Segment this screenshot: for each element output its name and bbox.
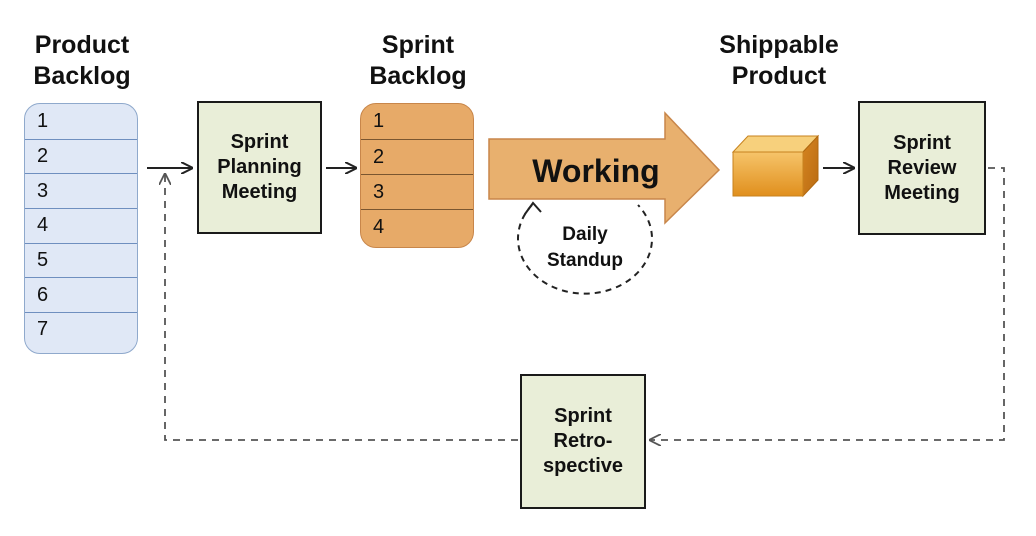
sprint-retrospective-line2: Retro- (553, 430, 613, 452)
sprint-review-meeting-box: Sprint Review Meeting (858, 101, 986, 235)
working-arrow (488, 111, 721, 225)
daily-standup-line2: Standup (547, 250, 623, 271)
sprint-planning-line2: Planning (217, 156, 302, 178)
shippable-product-heading-line1: Shippable (719, 31, 839, 59)
daily-standup-line1: Daily (562, 224, 608, 245)
sprint-planning-meeting-box: Sprint Planning Meeting (197, 101, 322, 234)
sprint-review-line2: Review (887, 156, 957, 179)
sprint-backlog-heading-line1: Sprint (381, 31, 455, 59)
sprint-backlog-heading-line2: Backlog (369, 62, 467, 90)
product-backlog-heading-line1: Product (34, 31, 130, 59)
sprint-backlog-list: 1 2 3 4 (360, 103, 474, 248)
product-backlog-item: 7 (25, 312, 137, 347)
sprint-retrospective-box: Sprint Retro- spective (520, 374, 646, 509)
shippable-product-heading: Shippable Product (694, 30, 864, 92)
sprint-planning-line1: Sprint (230, 131, 289, 153)
review-to-retrospective-feedback (650, 167, 1005, 440)
sprint-retrospective-line3: spective (542, 455, 624, 477)
sprint-backlog-heading: Sprint Backlog (358, 30, 478, 92)
working-label: Working (532, 153, 659, 189)
product-backlog-item: 6 (25, 277, 137, 312)
sprint-backlog-item: 4 (361, 209, 473, 244)
product-backlog-list: 1 2 3 4 5 6 7 (24, 103, 138, 354)
sprint-backlog-item: 1 (373, 110, 385, 132)
daily-standup-loop-arrowhead (524, 201, 542, 215)
shippable-product-heading-line2: Product (731, 62, 827, 90)
sprint-retrospective-line1: Sprint (554, 405, 612, 427)
daily-standup-loop (517, 204, 653, 295)
sprint-review-line3: Meeting (884, 181, 960, 204)
sprint-backlog-item: 3 (361, 174, 473, 209)
product-backlog-item: 2 (25, 138, 137, 174)
sprint-backlog-item: 2 (361, 139, 473, 174)
sprint-planning-line3: Meeting (221, 181, 298, 203)
product-backlog-heading-line2: Backlog (33, 62, 131, 90)
product-backlog-item: 5 (25, 242, 137, 278)
product-backlog-heading: Product Backlog (22, 30, 142, 92)
retrospective-to-backlog-feedback (165, 174, 518, 441)
sprint-review-line1: Sprint (893, 131, 951, 154)
product-backlog-item: 4 (25, 208, 137, 243)
product-backlog-item: 1 (37, 109, 49, 132)
daily-standup-label: Daily Standup (537, 222, 633, 274)
product-backlog-item: 3 (25, 173, 137, 208)
shippable-product-cube (731, 134, 820, 198)
